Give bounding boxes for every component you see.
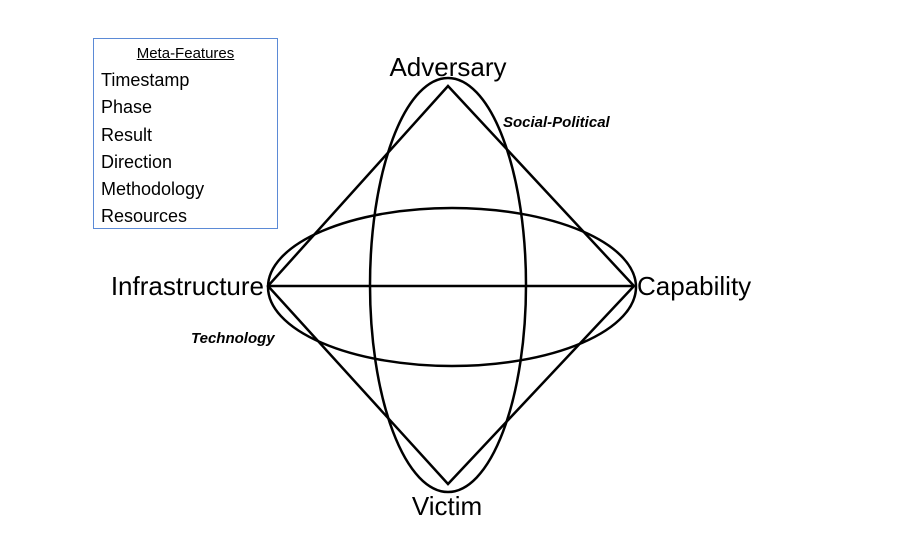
vertex-infrastructure-label: Infrastructure [111,271,264,301]
meta-feature-resources: Resources [101,206,188,227]
meta-features-box: Meta-Features Timestamp Phase Result Dir… [93,38,278,229]
vertex-victim-label: Victim [412,491,482,521]
meta-feature-direction: Direction [101,151,173,172]
vertex-adversary-label: Adversary [389,52,506,82]
meta-features-title: Meta-Features [136,45,235,62]
meta-feature-phase: Phase [101,97,153,118]
meta-feature-timestamp: Timestamp [101,70,190,90]
meta-feature-methodology: Methodology [101,179,205,200]
meta-features-list: Timestamp Phase Result Direction Methodo… [101,67,204,231]
technology-label: Technology [191,330,275,347]
social-political-label: Social-Political [503,114,611,131]
vertex-capability-label: Capability [637,271,751,301]
diamond-outline [266,84,636,486]
meta-feature-result: Result [101,124,153,145]
